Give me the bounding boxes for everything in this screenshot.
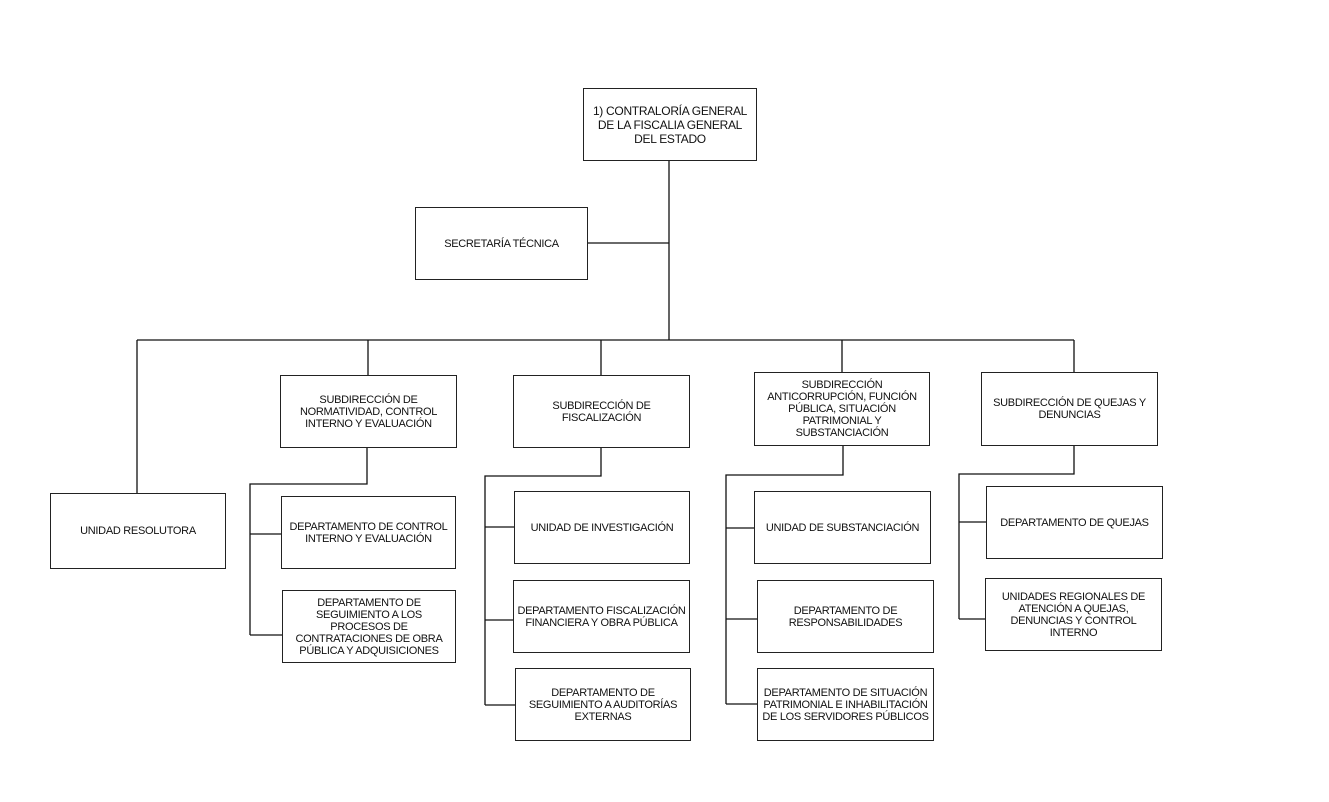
connector-sub2 xyxy=(484,448,602,706)
root-box: 1) CONTRALORÍA GENERAL DE LA FISCALIA GE… xyxy=(583,88,757,161)
unidad-investigacion-box: UNIDAD DE INVESTIGACIÓN xyxy=(514,491,690,564)
connector-main-bar xyxy=(136,339,1075,493)
connector-root xyxy=(588,161,670,340)
subdireccion-fiscalizacion-box: SUBDIRECCIÓN DE FISCALIZACIÓN xyxy=(513,375,690,448)
unidad-resolutora-box: UNIDAD RESOLUTORA xyxy=(50,493,226,569)
depto-quejas-box: DEPARTAMENTO DE QUEJAS xyxy=(986,486,1163,559)
depto-seguimiento-contrataciones-box: DEPARTAMENTO DE SEGUIMIENTO A LOS PROCES… xyxy=(282,590,456,663)
depto-control-interno-box: DEPARTAMENTO DE CONTROL INTERNO Y EVALUA… xyxy=(281,496,456,569)
unidad-substanciacion-box: UNIDAD DE SUBSTANCIACIÓN xyxy=(754,491,931,564)
connector-sub4 xyxy=(958,446,1075,620)
secretaria-tecnica-box: SECRETARÍA TÉCNICA xyxy=(415,207,588,280)
subdireccion-quejas-box: SUBDIRECCIÓN DE QUEJAS Y DENUNCIAS xyxy=(981,372,1158,446)
subdireccion-normatividad-box: SUBDIRECCIÓN DE NORMATIVIDAD, CONTROL IN… xyxy=(280,375,457,448)
subdireccion-anticorrupcion-box: SUBDIRECCIÓN ANTICORRUPCIÓN, FUNCIÓN PÚB… xyxy=(754,372,930,446)
depto-auditorias-externas-box: DEPARTAMENTO DE SEGUIMIENTO A AUDITORÍAS… xyxy=(515,668,691,741)
connector-sub1 xyxy=(249,448,368,636)
unidades-regionales-box: UNIDADES REGIONALES DE ATENCIÓN A QUEJAS… xyxy=(985,578,1162,651)
depto-responsabilidades-box: DEPARTAMENTO DE RESPONSABILIDADES xyxy=(757,580,934,653)
depto-fiscalizacion-financiera-box: DEPARTAMENTO FISCALIZACIÓN FINANCIERA Y … xyxy=(513,580,690,653)
depto-situacion-patrimonial-box: DEPARTAMENTO DE SITUACIÓN PATRIMONIAL E … xyxy=(757,668,934,741)
connector-sub3 xyxy=(725,446,844,705)
